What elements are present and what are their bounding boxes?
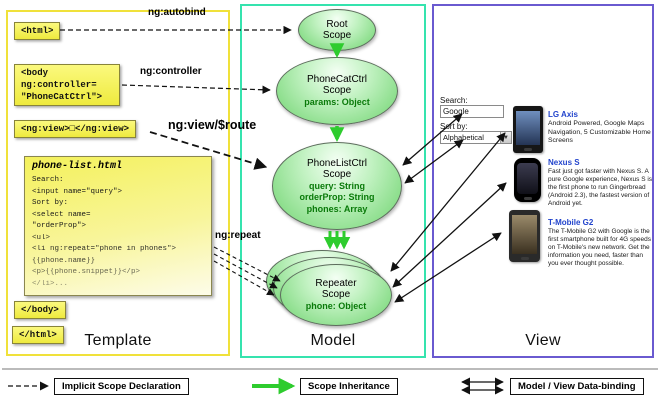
view-search-label: Search: [440, 96, 468, 105]
phonelistctrl-scope-prop: orderProp: String [299, 192, 375, 203]
phone-screen [516, 111, 540, 145]
ng-controller-label: ng:controller [140, 66, 202, 77]
code-line: <ul> [32, 233, 51, 242]
phonelistctrl-scope-prop: query: String [308, 180, 365, 191]
phonecatctrl-scope-prop: params: Object [304, 97, 370, 108]
phone-key [523, 197, 532, 200]
body-open-line: ng:controller= [21, 80, 97, 90]
phonelistctrl-scope-label: PhoneListCtrl Scope [306, 157, 368, 180]
model-column-label: Model [310, 332, 356, 349]
phone-list-title: phone-list.html [32, 161, 123, 172]
code-line: {{phone.name}} [32, 256, 96, 265]
phone-link-nexus-s[interactable]: Nexus S [548, 158, 580, 167]
code-line: <p>{{phone.snippet}}</p> [32, 268, 141, 276]
phonelistctrl-scope-ellipse: PhoneListCtrl Scope query: String orderP… [272, 142, 402, 230]
repeater-scope-ellipse: Repeater Scope phone: Object [280, 264, 392, 326]
phone-desc-tmobile-g2: The T-Mobile G2 with Google is the first… [548, 228, 651, 267]
phone-image-nexus-s [514, 158, 541, 202]
html-close-tag-box: </html> [12, 326, 64, 344]
code-line: <li ng:repeat="phone in phones"> [32, 245, 177, 253]
phone-key [520, 257, 529, 260]
phone-link-lg-axis[interactable]: LG Axis [548, 110, 578, 119]
legend-implicit-scope-declaration: Implicit Scope Declaration [54, 378, 189, 395]
repeater-scope-label: Repeater Scope [315, 278, 357, 301]
phone-screen [517, 163, 538, 194]
phone-link-tmobile-g2[interactable]: T-Mobile G2 [548, 218, 594, 227]
view-sort-selected-value: Alphabetical [443, 133, 484, 142]
code-line: </li>... [32, 279, 69, 288]
ng-repeat-label: ng:repeat [215, 230, 261, 241]
root-scope-ellipse: Root Scope [298, 9, 376, 51]
body-open-tag-box: <body ng:controller= "PhoneCatCtrl"> [14, 64, 120, 106]
body-open-line: "PhoneCatCtrl"> [21, 92, 103, 102]
ng-view-tag-box: <ng:view>□</ng:view> [14, 120, 137, 138]
view-search-input[interactable] [440, 105, 504, 118]
code-line: <select name= [32, 210, 91, 219]
legend-model-view-data-binding: Model / View Data-binding [510, 378, 644, 395]
phone-list-template-box: phone-list.html Search: <input name="que… [24, 156, 212, 296]
body-open-line: <body [21, 68, 49, 78]
code-line: "orderProp"> [32, 222, 87, 230]
root-scope-label: Root Scope [322, 19, 352, 41]
phone-desc-lg-axis: Android Powered, Google Maps Navigation,… [548, 120, 651, 145]
phone-image-tmobile-g2 [509, 210, 540, 262]
view-column-label: View [525, 332, 561, 349]
code-line: <input name="query"> [32, 187, 123, 196]
phone-desc-nexus-s: Fast just got faster with Nexus S. A pur… [548, 168, 653, 207]
html-open-tag-box: <html> [14, 22, 61, 40]
phone-key [524, 148, 532, 151]
repeater-scope-prop: phone: Object [305, 301, 367, 312]
body-close-tag-box: </body> [14, 301, 66, 319]
template-column-label: Template [84, 332, 152, 349]
phonelistctrl-scope-prop: phones: Array [306, 203, 368, 214]
phone-screen [512, 215, 537, 254]
phone-image-lg-axis [513, 106, 543, 153]
dropdown-arrow-icon: ▼ [500, 132, 511, 143]
code-line: Search: [32, 176, 64, 184]
phonecatctrl-scope-label: PhoneCatCtrl Scope [306, 74, 368, 97]
phonecatctrl-scope-ellipse: PhoneCatCtrl Scope params: Object [276, 57, 398, 125]
code-line: Sort by: [32, 199, 69, 207]
view-sort-select[interactable]: Alphabetical ▼ [440, 131, 512, 144]
ng-view-route-label: ng:view/$route [168, 118, 257, 132]
ng-autobind-label: ng:autobind [148, 7, 206, 18]
legend-scope-inheritance: Scope Inheritance [300, 378, 398, 395]
view-sortby-label: Sort by: [440, 122, 468, 131]
